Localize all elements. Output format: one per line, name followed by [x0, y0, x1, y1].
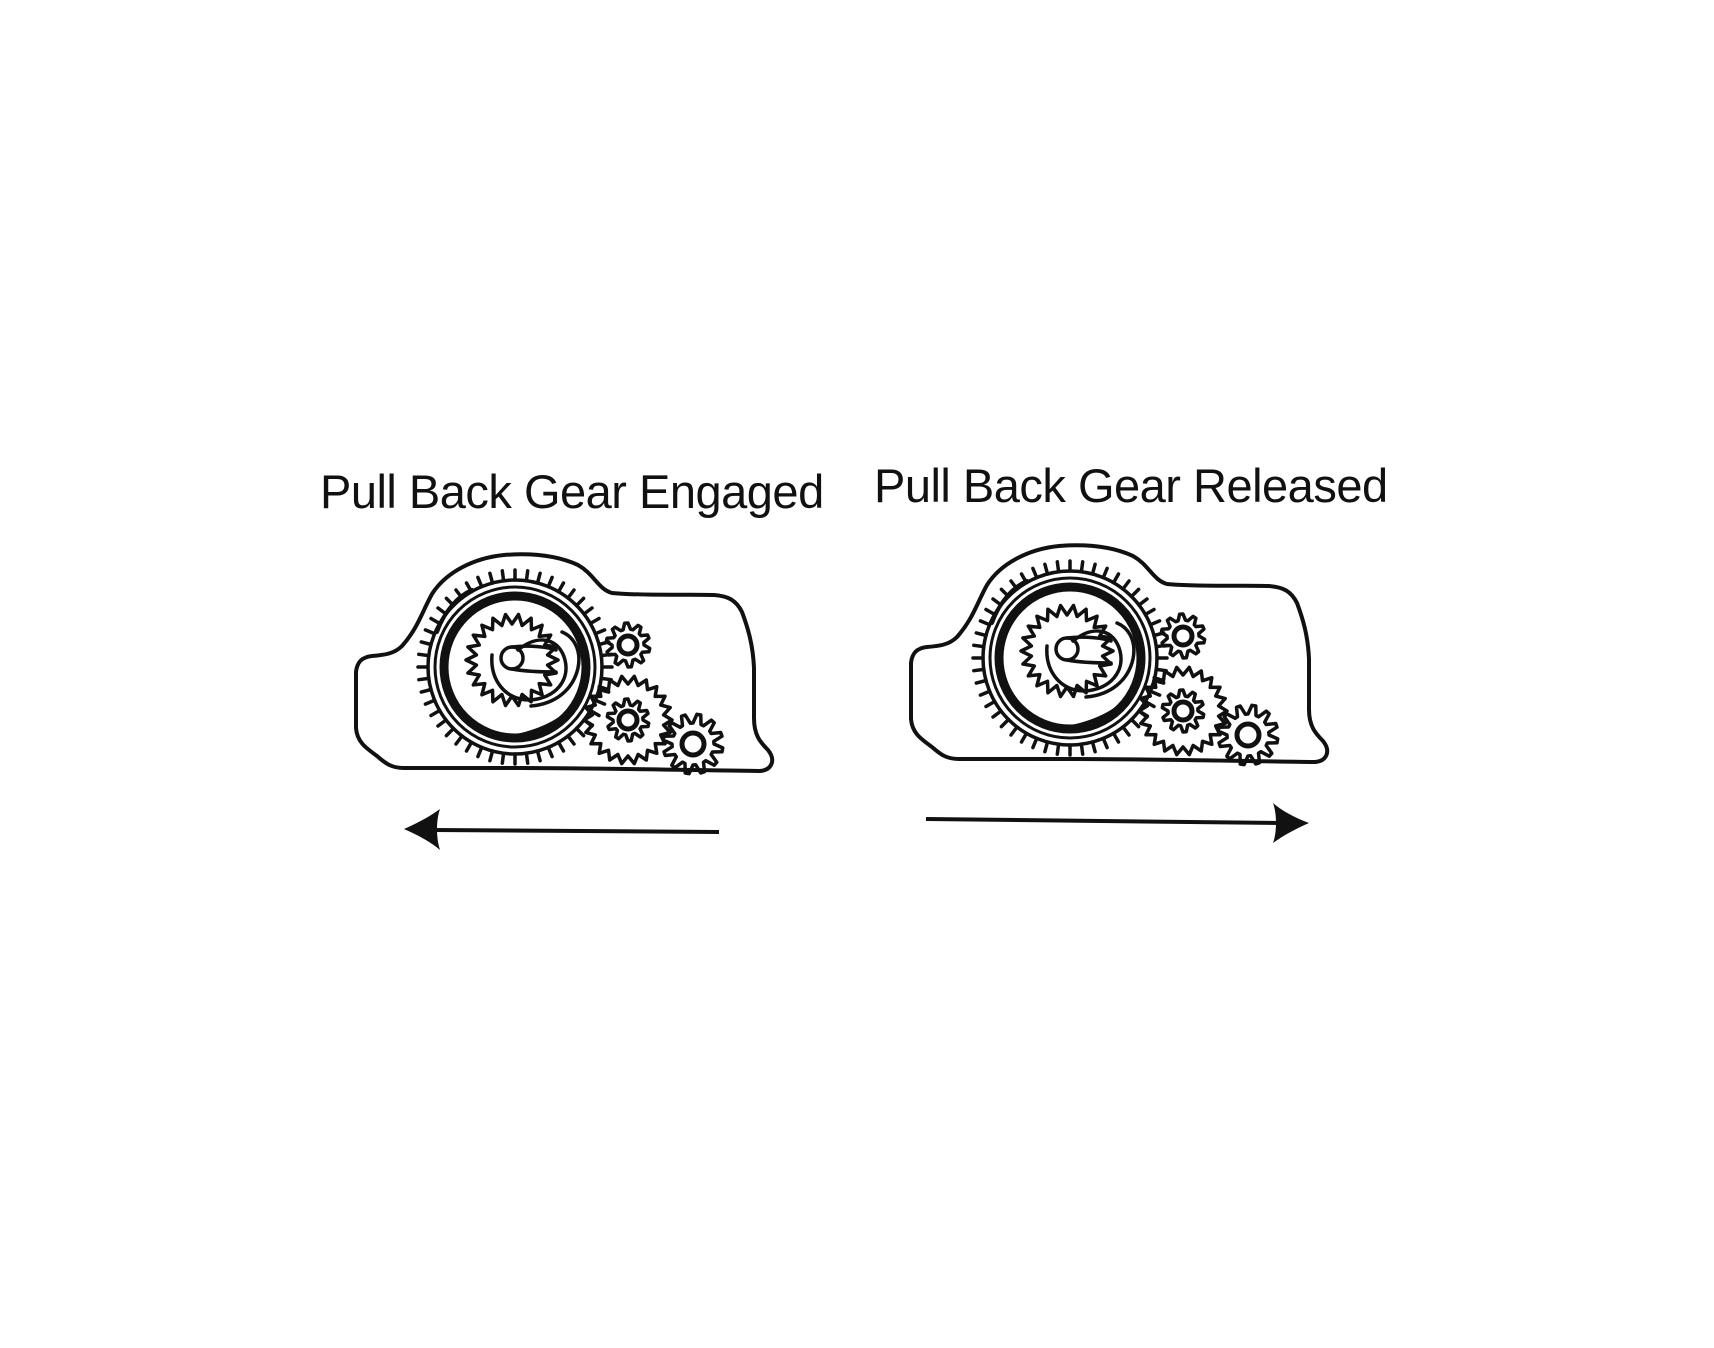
- panel-title-released: Pull Back Gear Released: [874, 459, 1388, 512]
- gear-mechanism-icon-released: [911, 545, 1327, 764]
- gear-mechanism-icon-engaged: [356, 554, 772, 773]
- arrow-right-icon: [925, 803, 1309, 843]
- panel-title-engaged: Pull Back Gear Engaged: [320, 465, 824, 518]
- arrow-left-icon: [404, 809, 720, 850]
